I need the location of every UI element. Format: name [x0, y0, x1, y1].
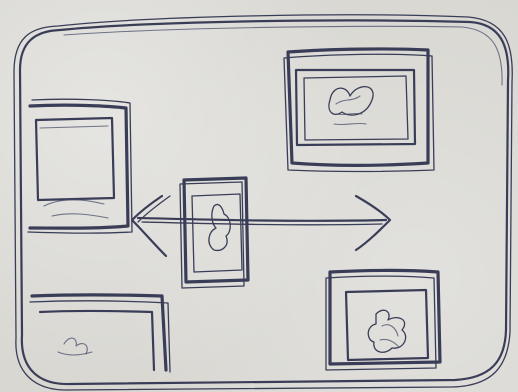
card-bottom-right[interactable] — [326, 271, 440, 371]
image-placeholder-icon — [368, 310, 405, 352]
figure-icon — [209, 204, 230, 250]
card-center[interactable] — [180, 178, 248, 288]
image-placeholder-icon — [329, 87, 373, 125]
card-top-right[interactable] — [284, 49, 434, 172]
swipe-arrow — [132, 196, 390, 256]
card-left[interactable] — [28, 99, 132, 233]
card-bottom-left[interactable] — [30, 295, 170, 372]
screen-frame — [14, 15, 512, 390]
